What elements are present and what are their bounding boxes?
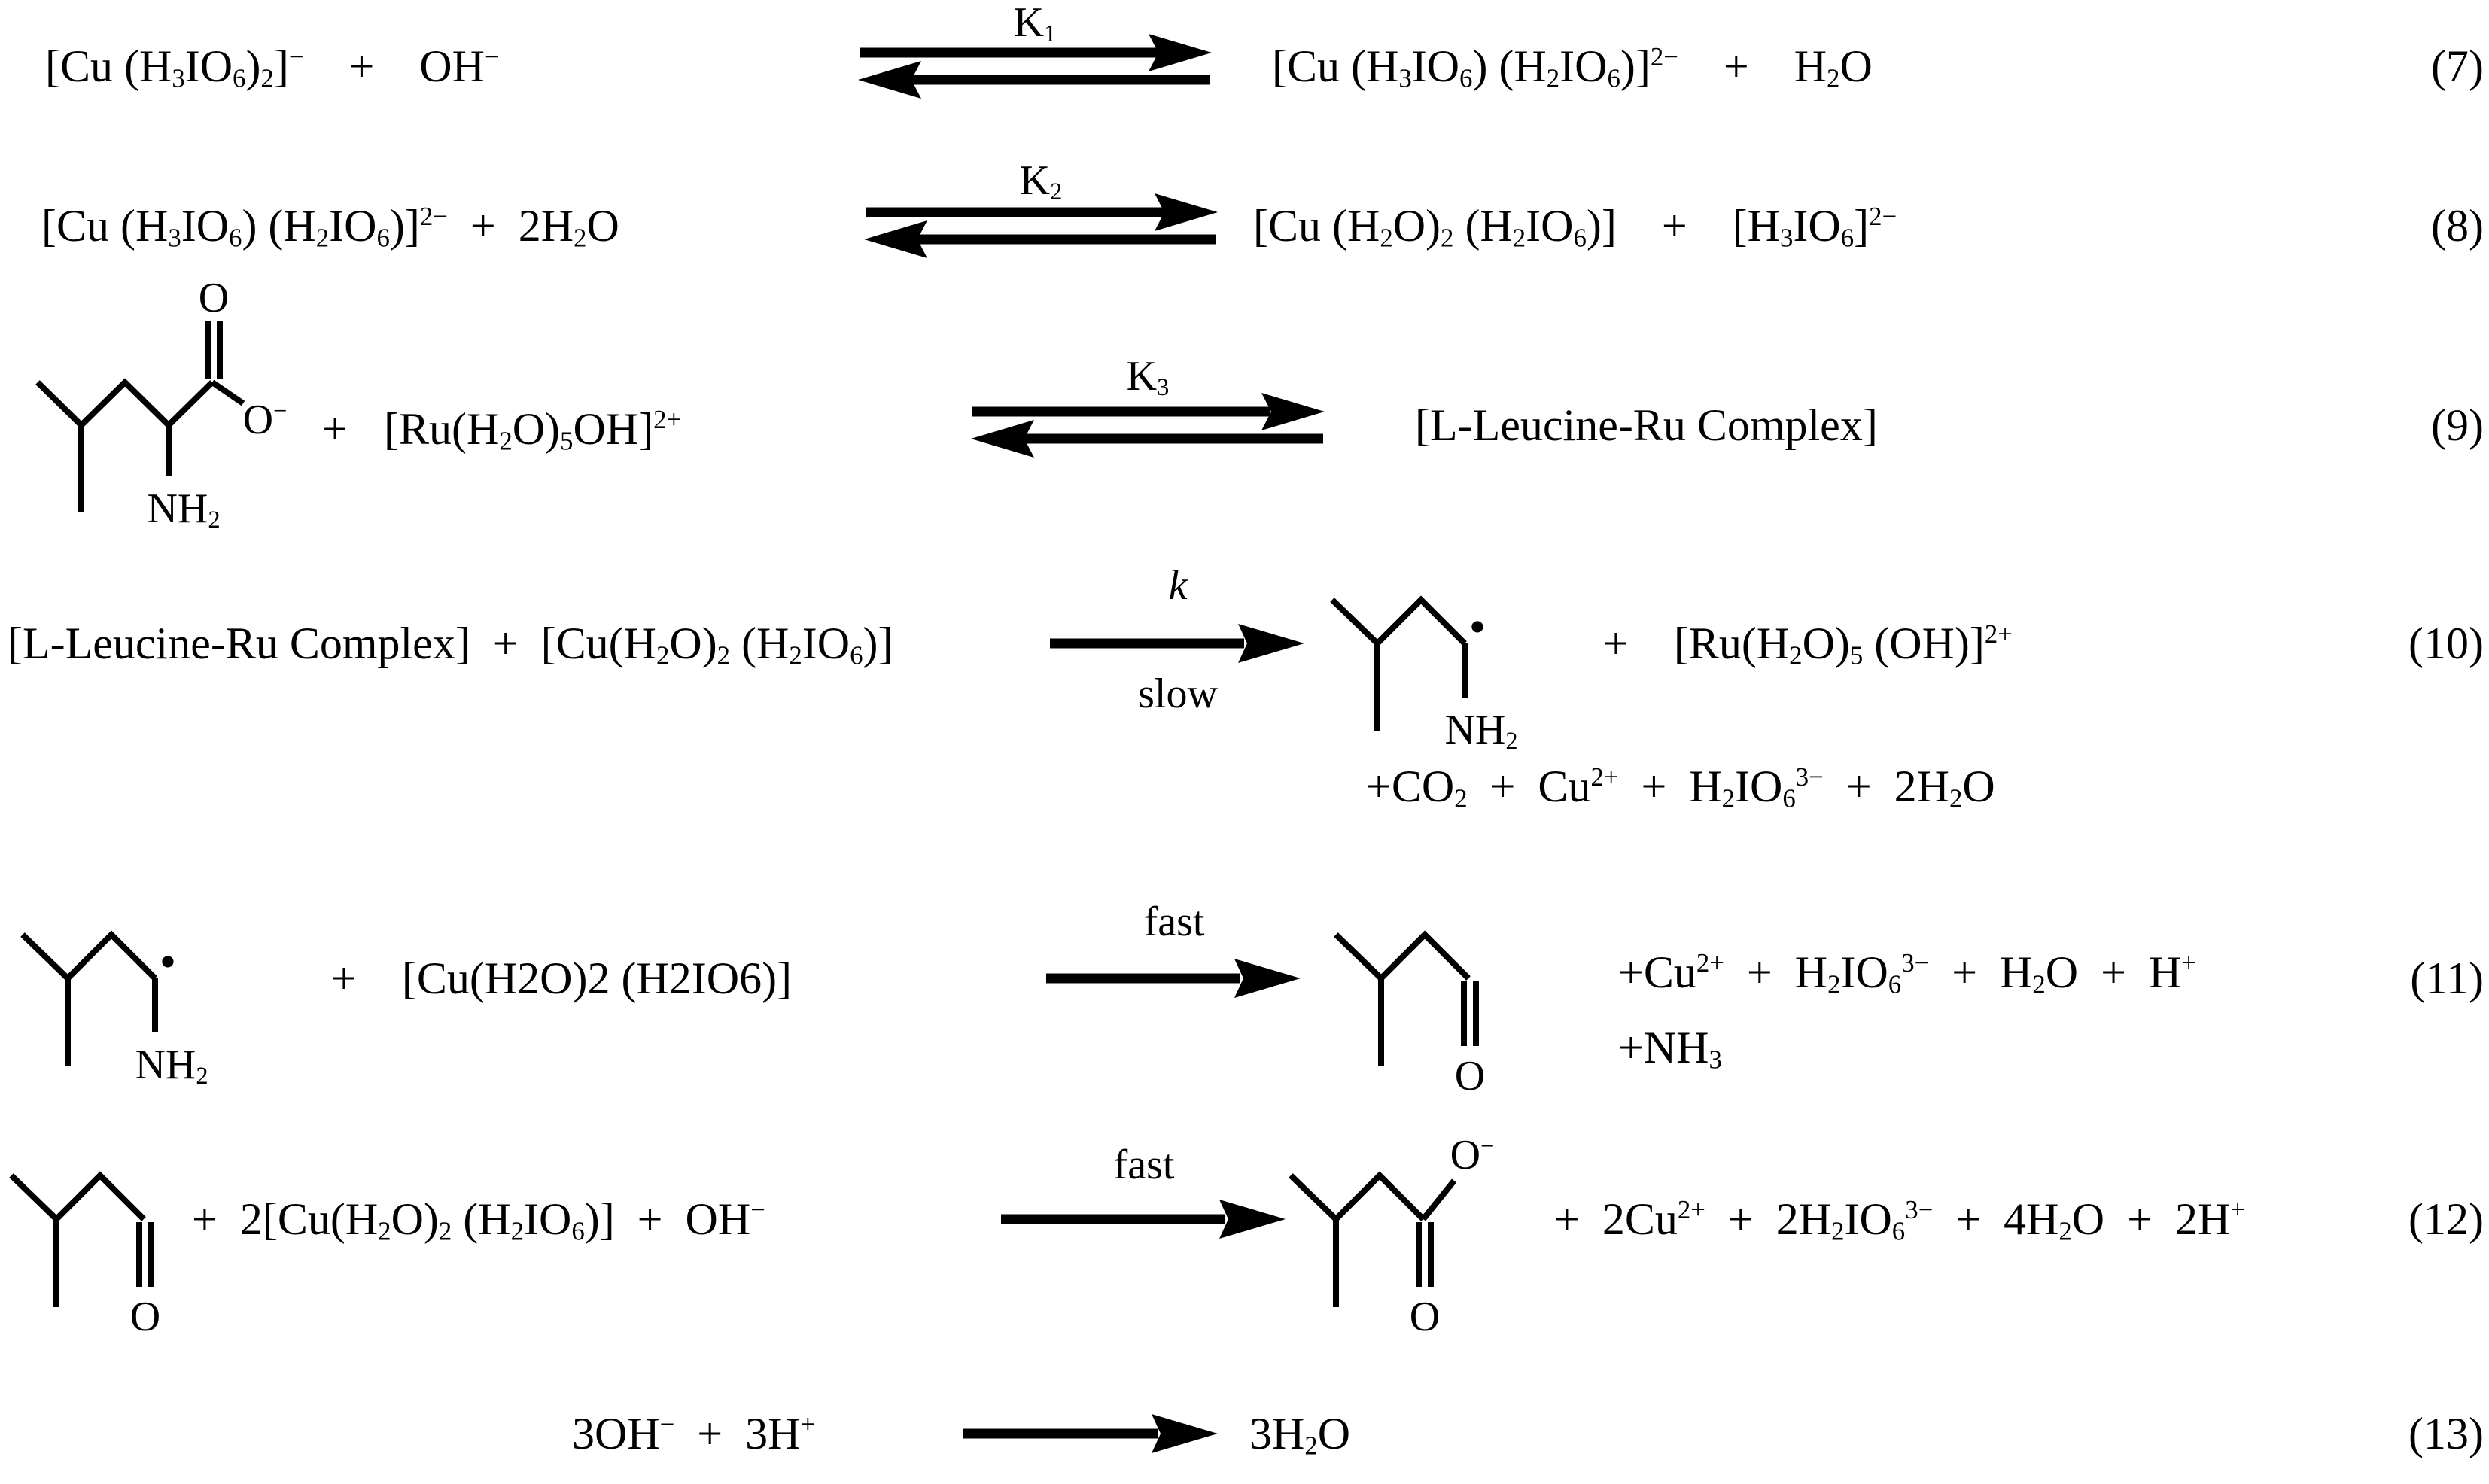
aldehyde-structure-2: O: [0, 1129, 233, 1377]
eq13-rhs: 3H2O: [1249, 1409, 1351, 1461]
aldehyde-carbonyl-o-label: O: [1454, 1053, 1486, 1099]
leucine-carbonyl-o-label: O: [198, 275, 230, 321]
radical-amine-label-2: NH2: [135, 1042, 208, 1090]
eq12-lhs-rest: + 2[Cu(H2O)2 (H2IO6)] + OH−: [192, 1194, 765, 1246]
eq11-fast-label: fast: [1143, 899, 1205, 945]
eq9-number: (9): [2431, 400, 2484, 450]
aldehyde-skeletal-svg-2: [9, 1171, 154, 1307]
aminoalkyl-radical-structure-2: • NH2: [11, 889, 245, 1123]
eq8-rhs: [Cu (H2O)2 (H2IO6)] + [H3IO6]2−: [1253, 201, 1897, 253]
radical-skeletal-svg: [1330, 595, 1468, 731]
carboxylate-carbonyl-o-label: O: [1409, 1294, 1441, 1340]
carboxylate-structure: O− O: [1279, 1096, 1535, 1352]
eq13-forward-arrow-icon: [963, 1414, 1218, 1453]
eq11-number: (11): [2410, 953, 2484, 1003]
eq12-number: (12): [2408, 1194, 2484, 1244]
eq10-lhs: [L-Leucine-Ru Complex] + [Cu(H2O)2 (H2IO…: [8, 619, 893, 671]
eq11-lhs-rest: + [Cu(H2O)2 (H2IO6)]: [331, 953, 793, 1003]
carboxylate-skeletal-svg: [1289, 1171, 1457, 1307]
eq13-number: (13): [2408, 1409, 2484, 1458]
eq7-number: (7): [2431, 41, 2484, 91]
eq7-rhs: [Cu (H3IO6) (H2IO6)]2− + H2O: [1272, 41, 1873, 93]
radical-skeletal-svg-2: [20, 930, 158, 1066]
carboxylate-o-minus-label: O−: [1450, 1132, 1495, 1178]
aldehyde-skeletal-svg: [1334, 930, 1479, 1066]
aminoalkyl-radical-structure: • NH2: [1321, 555, 1554, 788]
eq10-rhs: + [Ru(H2O)5 (OH)]2+: [1603, 619, 2013, 671]
radical-amine-label: NH2: [1444, 707, 1518, 756]
eq9-rhs: [L-Leucine-Ru Complex]: [1415, 400, 1878, 450]
eq7-k1-label: K1: [1013, 0, 1057, 48]
eq9-ru-complex: [Ru(H2O)5OH]2+: [384, 404, 682, 456]
aldehyde-carbonyl-o-label-2: O: [129, 1294, 161, 1340]
eq11-forward-arrow-icon: [1046, 959, 1301, 998]
eq10-number: (10): [2408, 619, 2484, 668]
eq8-number: (8): [2431, 201, 2484, 251]
leucine-carboxylate-o-label: O−: [242, 397, 288, 443]
leucine-amine-label: NH2: [147, 485, 221, 534]
eq9-k3-label: K3: [1126, 353, 1170, 402]
eq10-rhs-line2: +CO2 + Cu2+ + H2IO63− + 2H2O: [1366, 762, 1995, 813]
aldehyde-structure: O: [1325, 888, 1558, 1136]
eq10-slow-label: slow: [1138, 671, 1218, 717]
eq9-plus: +: [322, 404, 348, 454]
radical-dot-icon-2: •: [159, 935, 177, 988]
eq11-rhs-line2: +NH3: [1618, 1023, 1722, 1075]
eq11-rhs: +Cu2+ + H2IO63− + H2O + H+: [1618, 947, 2196, 999]
eq13-lhs: 3OH− + 3H+: [572, 1409, 816, 1458]
eq12-forward-arrow-icon: [1001, 1200, 1286, 1239]
leucine-skeletal-svg: [35, 321, 245, 512]
eq12-fast-label: fast: [1113, 1142, 1175, 1188]
eq7-equilibrium-arrow-icon: [858, 34, 1212, 99]
eq10-rate-constant-label: k: [1168, 562, 1188, 609]
eq10-forward-arrow-icon: [1050, 624, 1304, 663]
eq7-lhs: [Cu (H3IO6)2]− + OH−: [45, 41, 500, 93]
eq12-rhs: + 2Cu2+ + 2H2IO63− + 4H2O + 2H+: [1554, 1194, 2245, 1246]
radical-dot-icon: •: [1468, 600, 1486, 653]
eq8-equilibrium-arrow-icon: [864, 193, 1218, 258]
leucine-structure: O O− NH2: [23, 271, 294, 542]
eq9-equilibrium-arrow-icon: [971, 393, 1325, 458]
eq8-lhs: [Cu (H3IO6) (H2IO6)]2− + 2H2O: [41, 201, 619, 253]
eq8-k2-label: K2: [1019, 157, 1063, 206]
